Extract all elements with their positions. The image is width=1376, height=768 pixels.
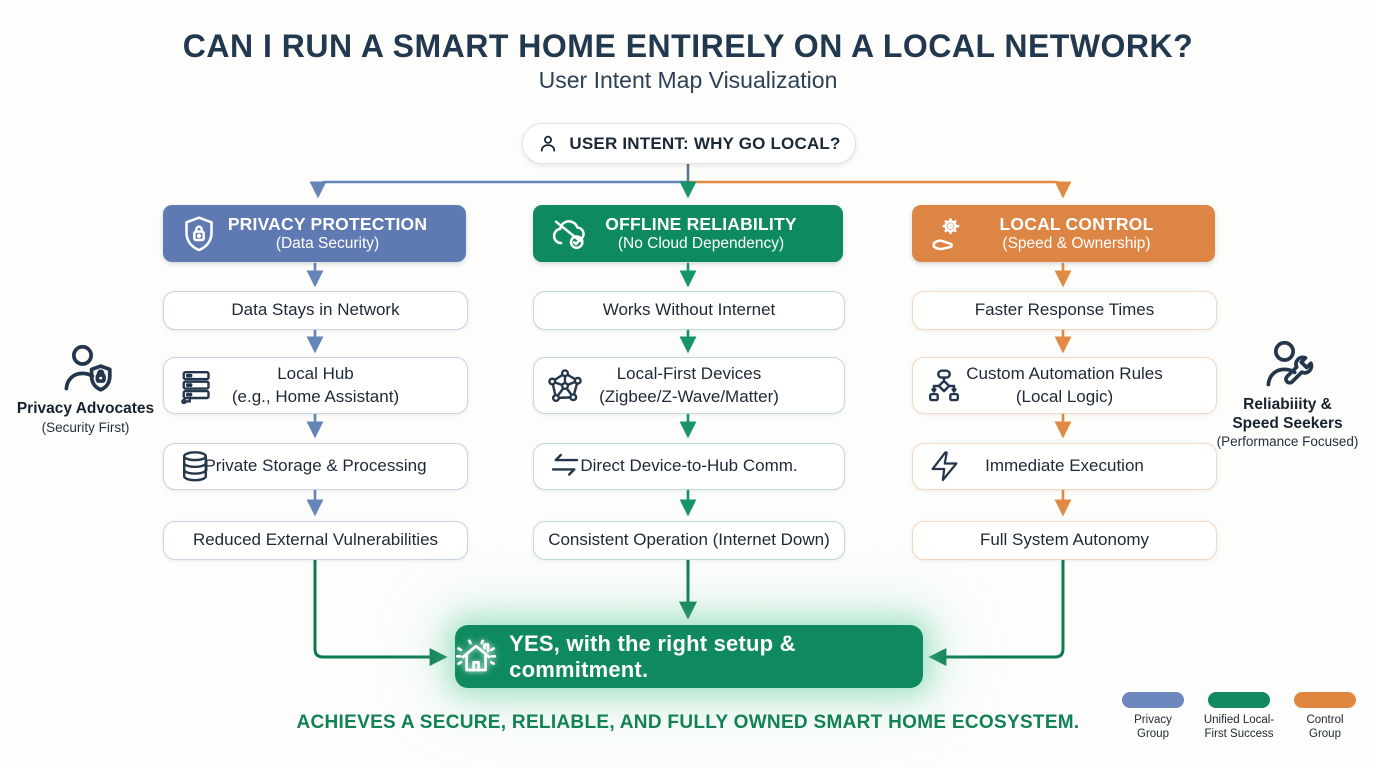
user-icon [537,133,559,155]
node-label: Local Hub [277,364,354,384]
node-label: Data Stays in Network [231,300,400,320]
page-title: CAN I RUN A SMART HOME ENTIRELY ON A LOC… [182,28,1194,64]
node-label: Reduced External Vulnerabilities [192,530,439,550]
mesh-network-icon [547,368,583,404]
header-privacy-protection: PRIVACY PROTECTION (Data Security) [163,205,466,262]
node-direct-device-to-hub: Direct Device-to-Hub Comm. [533,443,845,490]
node-label: Consistent Operation (Internet Down) [548,530,830,550]
flowchart-icon [926,368,962,404]
node-label: Full System Autonomy [979,530,1150,550]
node-label: (e.g., Home Assistant) [231,386,400,406]
node-label: Immediate Execution [985,456,1144,476]
node-local-first-devices: Local-First Devices (Zigbee/Z-Wave/Matte… [533,357,845,414]
header-offline-reliability: OFFLINE RELIABILITY (No Cloud Dependency… [533,205,843,262]
persona-name: Privacy Advocates [16,400,155,417]
user-intent-label: USER INTENT: WHY GO LOCAL? [569,133,841,153]
cloud-offline-check-icon [549,214,589,254]
node-private-storage: Private Storage & Processing [163,443,468,490]
header-subtitle: (Speed & Ownership) [1002,234,1151,252]
sync-arrows-icon [547,449,583,485]
legend-item-unified: Unified Local-First Success [1197,692,1281,742]
lightning-icon [926,449,962,485]
node-label: (Zigbee/Z-Wave/Matter) [599,386,779,406]
persona-speed-seekers: Reliabiiity & Speed Seekers (Performance… [1210,336,1365,450]
persona-detail: (Performance Focused) [1216,434,1359,450]
node-immediate-execution: Immediate Execution [912,443,1217,490]
node-data-stays-in-network: Data Stays in Network [163,291,468,330]
node-label: Local-First Devices [616,364,762,384]
server-icon [177,368,213,404]
node-works-without-internet: Works Without Internet [533,291,845,330]
page-subtitle: User Intent Map Visualization [538,67,838,93]
persona-name: Reliabiiity & Speed Seekers [1232,396,1343,432]
node-label: Direct Device-to-Hub Comm. [580,456,798,476]
person-wrench-icon [1260,336,1316,392]
legend-item-privacy: Privacy Group [1122,692,1184,742]
node-faster-response: Faster Response Times [912,291,1217,330]
node-label: Custom Automation Rules [966,364,1163,384]
node-local-hub: Local Hub (e.g., Home Assistant) [163,357,468,414]
home-glow-icon [455,635,497,679]
node-consistent-operation: Consistent Operation (Internet Down) [533,521,845,560]
header-title: LOCAL CONTROL [999,213,1154,234]
header-local-control: LOCAL CONTROL (Speed & Ownership) [912,205,1215,262]
persona-privacy-advocates: Privacy Advocates (Security First) [8,340,163,436]
header-subtitle: (No Cloud Dependency) [617,234,785,252]
header-subtitle: (Data Security) [275,234,380,252]
gear-hand-icon [928,214,968,254]
legend-swatch-control [1294,692,1356,708]
header-title: PRIVACY PROTECTION [227,213,428,234]
legend-label: Control Group [1306,714,1344,741]
legend-swatch-unified [1208,692,1270,708]
shield-lock-icon [179,214,219,254]
node-label: Private Storage & Processing [204,456,427,476]
result-label: YES, with the right setup & commitment. [509,630,796,682]
header-title: OFFLINE RELIABILITY [605,213,797,234]
person-shield-icon [58,340,114,396]
node-custom-automation: Custom Automation Rules (Local Logic) [912,357,1217,414]
database-icon [177,449,213,485]
node-label: Works Without Internet [602,300,776,320]
legend: Privacy Group Unified Local-First Succes… [1122,692,1356,742]
legend-label: Privacy Group [1134,714,1172,741]
node-full-system-autonomy: Full System Autonomy [912,521,1217,560]
node-reduced-vulnerabilities: Reduced External Vulnerabilities [163,521,468,560]
legend-label: Unified Local-First Success [1203,714,1275,741]
persona-detail: (Security First) [41,419,130,435]
user-intent-box: USER INTENT: WHY GO LOCAL? [522,123,856,164]
node-label: (Local Logic) [1015,386,1114,406]
result-box: YES, with the right setup & commitment. [455,625,923,688]
tagline: ACHIEVES A SECURE, RELIABLE, AND FULLY O… [296,712,1080,733]
node-label: Faster Response Times [974,300,1155,320]
legend-swatch-privacy [1122,692,1184,708]
legend-item-control: Control Group [1294,692,1356,742]
